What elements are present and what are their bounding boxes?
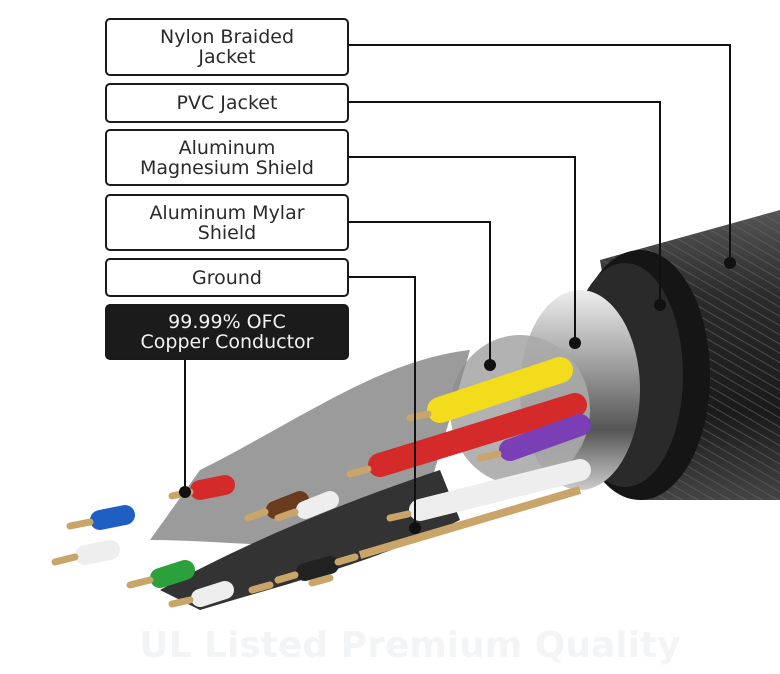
white-wire-small	[75, 540, 120, 565]
label-copper-conductor: 99.99% OFC Copper Conductor	[105, 304, 349, 360]
yellow-wire	[427, 357, 573, 423]
label-ground: Ground	[105, 258, 349, 297]
green-wire	[150, 560, 195, 588]
white-wire	[409, 459, 591, 521]
red-wire	[368, 393, 587, 477]
label-line: Copper Conductor	[140, 331, 314, 353]
foil-shielding	[160, 470, 460, 610]
label-line: Nylon Braided	[159, 26, 295, 48]
black-wire	[296, 556, 339, 581]
label-aluminum-magnesium-shield: Aluminum Magnesium Shield	[105, 129, 349, 186]
leader-dots	[179, 257, 736, 534]
white-wire-small	[296, 491, 339, 519]
label-line: Magnesium Shield	[139, 156, 314, 179]
label-nylon-braided-jacket: Nylon Braided Jacket	[105, 18, 349, 76]
label-line: Aluminum Mylar	[149, 201, 305, 224]
inner-wires	[75, 357, 591, 607]
label-pvc-jacket: PVC Jacket	[105, 83, 349, 123]
label-line: Aluminum	[178, 136, 276, 159]
leader-lines	[184, 44, 731, 528]
label-line: 99.99% OFC	[168, 311, 286, 333]
label-aluminum-mylar-shield: Aluminum Mylar Shield	[105, 194, 349, 251]
ground-wire	[358, 486, 582, 559]
blue-wire	[90, 505, 135, 530]
label-line: Jacket	[198, 46, 256, 68]
watermark-text: UL Listed Premium Quality	[139, 625, 681, 666]
label-line: Shield	[197, 221, 257, 244]
purple-wire	[499, 414, 591, 461]
brown-wire	[266, 491, 309, 519]
label-line: PVC Jacket	[176, 92, 278, 114]
label-line: Ground	[192, 266, 262, 289]
red-wire-small	[190, 475, 235, 500]
white-wire-small	[191, 581, 234, 607]
